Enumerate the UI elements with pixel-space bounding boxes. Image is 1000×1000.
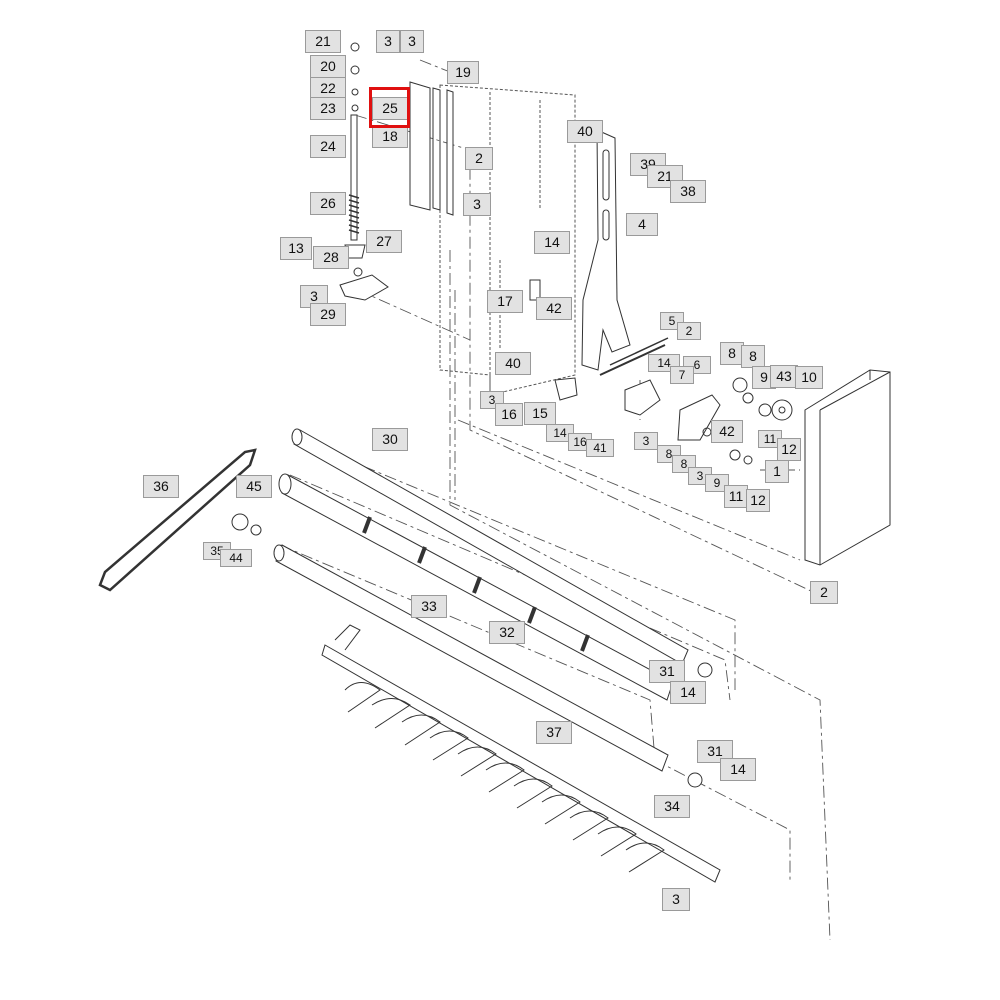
callout-label-highlighted: 25 — [372, 97, 408, 120]
callout-label: 3 — [400, 30, 424, 53]
roller-32 — [273, 544, 669, 772]
callout-label: 14 — [670, 681, 706, 704]
callout-label: 11 — [724, 485, 748, 508]
callout-label: 16 — [495, 403, 523, 426]
bracket-29 — [339, 274, 389, 301]
callout-label: 11 — [758, 430, 782, 448]
callout-label: 2 — [810, 581, 838, 604]
callout-label: 33 — [411, 595, 447, 618]
callout-label: 43 — [770, 365, 798, 388]
callout-label: 12 — [777, 438, 801, 461]
callout-label: 2 — [677, 322, 701, 340]
callout-label: 29 — [310, 303, 346, 326]
callout-label: 19 — [447, 61, 479, 84]
callout-label: 17 — [487, 290, 523, 313]
callout-label: 14 — [534, 231, 570, 254]
callout-label: 41 — [586, 439, 614, 457]
callout-label: 31 — [697, 740, 733, 763]
callout-label: 13 — [280, 237, 312, 260]
callout-label: 37 — [536, 721, 572, 744]
callout-label: 10 — [795, 366, 823, 389]
callout-label: 3 — [376, 30, 400, 53]
callout-label: 12 — [746, 489, 770, 512]
callout-label: 42 — [536, 297, 572, 320]
rollers — [231, 428, 713, 788]
callout-label: 7 — [670, 366, 694, 384]
callout-label: 1 — [765, 460, 789, 483]
callout-label: 4 — [626, 213, 658, 236]
shaft-assembly — [344, 42, 366, 277]
callout-label: 32 — [489, 621, 525, 644]
callout-label: 24 — [310, 135, 346, 158]
callout-label: 9 — [705, 474, 729, 492]
drive-gears — [529, 279, 793, 465]
callout-label: 23 — [310, 97, 346, 120]
callout-label: 14 — [720, 758, 756, 781]
callout-label: 36 — [143, 475, 179, 498]
callout-label: 21 — [305, 30, 341, 53]
highlight-box — [369, 87, 410, 128]
lever-arm — [581, 129, 631, 371]
callout-label: 26 — [310, 192, 346, 215]
guide-bars — [409, 81, 454, 216]
side-cover — [804, 369, 891, 566]
callout-label: 3 — [463, 193, 491, 216]
callout-label: 3 — [634, 432, 658, 450]
callout-label: 40 — [495, 352, 531, 375]
callout-label: 2 — [465, 147, 493, 170]
callout-label: 20 — [310, 55, 346, 78]
callout-label: 18 — [372, 125, 408, 148]
callout-label: 44 — [220, 549, 252, 567]
drive-belt — [98, 448, 257, 592]
callout-label: 28 — [313, 246, 349, 269]
callout-label: 45 — [236, 475, 272, 498]
callout-label: 14 — [546, 424, 574, 442]
callout-label: 27 — [366, 230, 402, 253]
callout-label: 42 — [711, 420, 743, 443]
callout-label: 40 — [567, 120, 603, 143]
callout-label: 15 — [524, 402, 556, 425]
callout-label: 3 — [662, 888, 690, 911]
callout-label: 34 — [654, 795, 690, 818]
roller-33 — [278, 473, 674, 701]
callout-label: 8 — [741, 345, 765, 368]
stacker-comb — [321, 624, 721, 883]
callout-label: 38 — [670, 180, 706, 203]
callout-label: 31 — [649, 660, 685, 683]
callout-label: 22 — [310, 77, 346, 100]
callout-label: 30 — [372, 428, 408, 451]
